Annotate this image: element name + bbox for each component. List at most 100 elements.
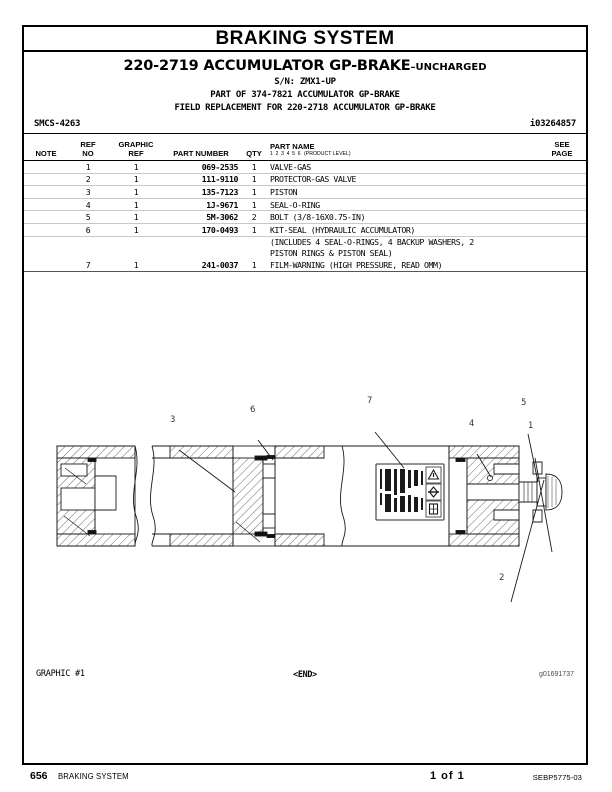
cell-qty: 2	[238, 210, 270, 224]
cell-note	[24, 223, 68, 237]
cell-part-number: 135-7123	[164, 185, 238, 199]
document-frame: BRAKING SYSTEM 220-2719 ACCUMULATOR GP-B…	[22, 25, 588, 765]
header-note: NOTE	[24, 134, 68, 161]
cell-see-page	[538, 198, 586, 212]
cell-see-page	[538, 258, 586, 272]
cell-qty: 1	[238, 185, 270, 199]
part-of-line: PART OF 374-7821 ACCUMULATOR GP-BRAKE	[210, 90, 400, 100]
cell-note	[24, 198, 68, 212]
callout-7: 7	[367, 396, 373, 406]
smcs-row: SMCS-4263 i03264857	[24, 119, 586, 129]
leader-1	[534, 457, 553, 553]
cell-see-page	[538, 160, 586, 174]
cell-spacer	[164, 236, 238, 259]
header-part-number: PART NUMBER	[164, 134, 238, 161]
cell-part-number: 111-9110	[164, 173, 238, 187]
cell-note	[24, 173, 68, 187]
cell-graphic-ref: 1	[108, 223, 164, 237]
leader-3	[178, 449, 236, 493]
table-header-row: NOTE REF NO GRAPHIC REF PART NUMBER	[24, 134, 586, 161]
document-id: i03264857	[529, 119, 576, 129]
header-ref-no: REF NO	[68, 134, 108, 161]
cell-part-number: 1J-9671	[164, 198, 238, 212]
cell-part-name: SEAL-O-RING	[270, 198, 538, 212]
header-part-name-label: PART NAME	[270, 142, 315, 151]
break-line-left	[133, 445, 156, 547]
header-ref-no-l1: REF	[80, 140, 96, 149]
cell-see-page	[538, 173, 586, 187]
cell-ref-no: 5	[68, 210, 108, 224]
header-graphic-ref-l1: GRAPHIC	[118, 140, 154, 149]
cell-graphic-ref: 1	[108, 173, 164, 187]
cell-qty: 1	[238, 258, 270, 272]
continuation-line-2: PISTON RINGS & PISTON SEAL)	[270, 247, 393, 258]
product-level-label: (PRODUCT LEVEL)	[304, 151, 351, 157]
piston-assembly	[232, 445, 276, 547]
left-end-cap	[56, 445, 136, 547]
cell-note	[24, 185, 68, 199]
assembly-title-block: 220-2719 ACCUMULATOR GP-BRAKE–UNCHARGED …	[24, 52, 586, 134]
callout-3: 3	[170, 415, 176, 425]
cell-see-page	[538, 185, 586, 199]
callout-1: 1	[528, 421, 534, 431]
graphic-footer: GRAPHIC #1 <END> g01691737	[24, 669, 586, 685]
assembly-title: 220-2719 ACCUMULATOR GP-BRAKE–UNCHARGED	[24, 58, 586, 74]
field-replacement-line: FIELD REPLACEMENT FOR 220-2718 ACCUMULAT…	[174, 103, 436, 113]
cell-ref-no: 2	[68, 173, 108, 187]
table-row-continuation: (INCLUDES 4 SEAL-O-RINGS, 4 BACKUP WASHE…	[24, 236, 586, 259]
leader-7	[374, 431, 405, 469]
leader-2	[510, 479, 545, 603]
cell-part-number: 170-0493	[164, 223, 238, 237]
cell-spacer	[108, 236, 164, 259]
footer-document-number: SEBP5775-03	[532, 773, 582, 782]
footer-page-number: 656	[30, 770, 48, 782]
cell-note	[24, 160, 68, 174]
parts-table-header: NOTE REF NO GRAPHIC REF PART NUMBER	[24, 134, 586, 161]
graphic-label: GRAPHIC #1	[36, 669, 85, 679]
cell-see-page	[538, 236, 586, 259]
callout-2: 2	[499, 573, 505, 583]
header-qty-label: QTY	[246, 149, 262, 158]
cell-ref-no: 3	[68, 185, 108, 199]
cell-see-page	[538, 223, 586, 237]
cell-qty: 1	[238, 160, 270, 174]
header-graphic-ref-l2: REF	[128, 149, 144, 158]
cell-spacer	[24, 236, 68, 259]
header-graphic-ref: GRAPHIC REF	[108, 134, 164, 161]
header-see-page: SEE PAGE	[538, 134, 586, 161]
cell-part-name: FILM-WARNING (HIGH PRESSURE, READ OMM)	[270, 258, 538, 272]
cell-part-number: 5M-3062	[164, 210, 238, 224]
product-level-numbers: 1 2 3 4 5 6	[270, 151, 302, 157]
cell-graphic-ref: 1	[108, 258, 164, 272]
warning-decal	[375, 463, 445, 521]
cell-graphic-ref: 1	[108, 210, 164, 224]
callout-4: 4	[469, 419, 475, 429]
footer-section-name: BRAKING SYSTEM	[58, 772, 129, 781]
cylinder-barrel-left	[152, 445, 234, 547]
cell-part-name: BOLT (3/8-16X0.75-IN)	[270, 210, 538, 224]
cell-part-name: KIT-SEAL (HYDRAULIC ACCUMULATOR)	[270, 223, 538, 237]
smcs-code: SMCS-4263	[34, 119, 81, 129]
leader-6	[257, 439, 274, 461]
header-see-page-l1: SEE	[554, 140, 570, 149]
cell-part-number: 069-2535	[164, 160, 238, 174]
cell-qty: 1	[238, 198, 270, 212]
cell-qty: 1	[238, 173, 270, 187]
cell-qty: 1	[238, 223, 270, 237]
end-marker: <END>	[293, 669, 317, 679]
cell-spacer	[68, 236, 108, 259]
parts-table: NOTE REF NO GRAPHIC REF PART NUMBER	[24, 134, 586, 272]
cell-graphic-ref: 1	[108, 185, 164, 199]
cylinder-shell-right	[342, 445, 449, 547]
accumulator-cross-section-svg	[56, 431, 563, 603]
break-line-right	[340, 445, 346, 547]
page-footer: 656 BRAKING SYSTEM 1 of 1 SEBP5775-03	[22, 770, 588, 786]
header-part-number-label: PART NUMBER	[173, 149, 229, 158]
